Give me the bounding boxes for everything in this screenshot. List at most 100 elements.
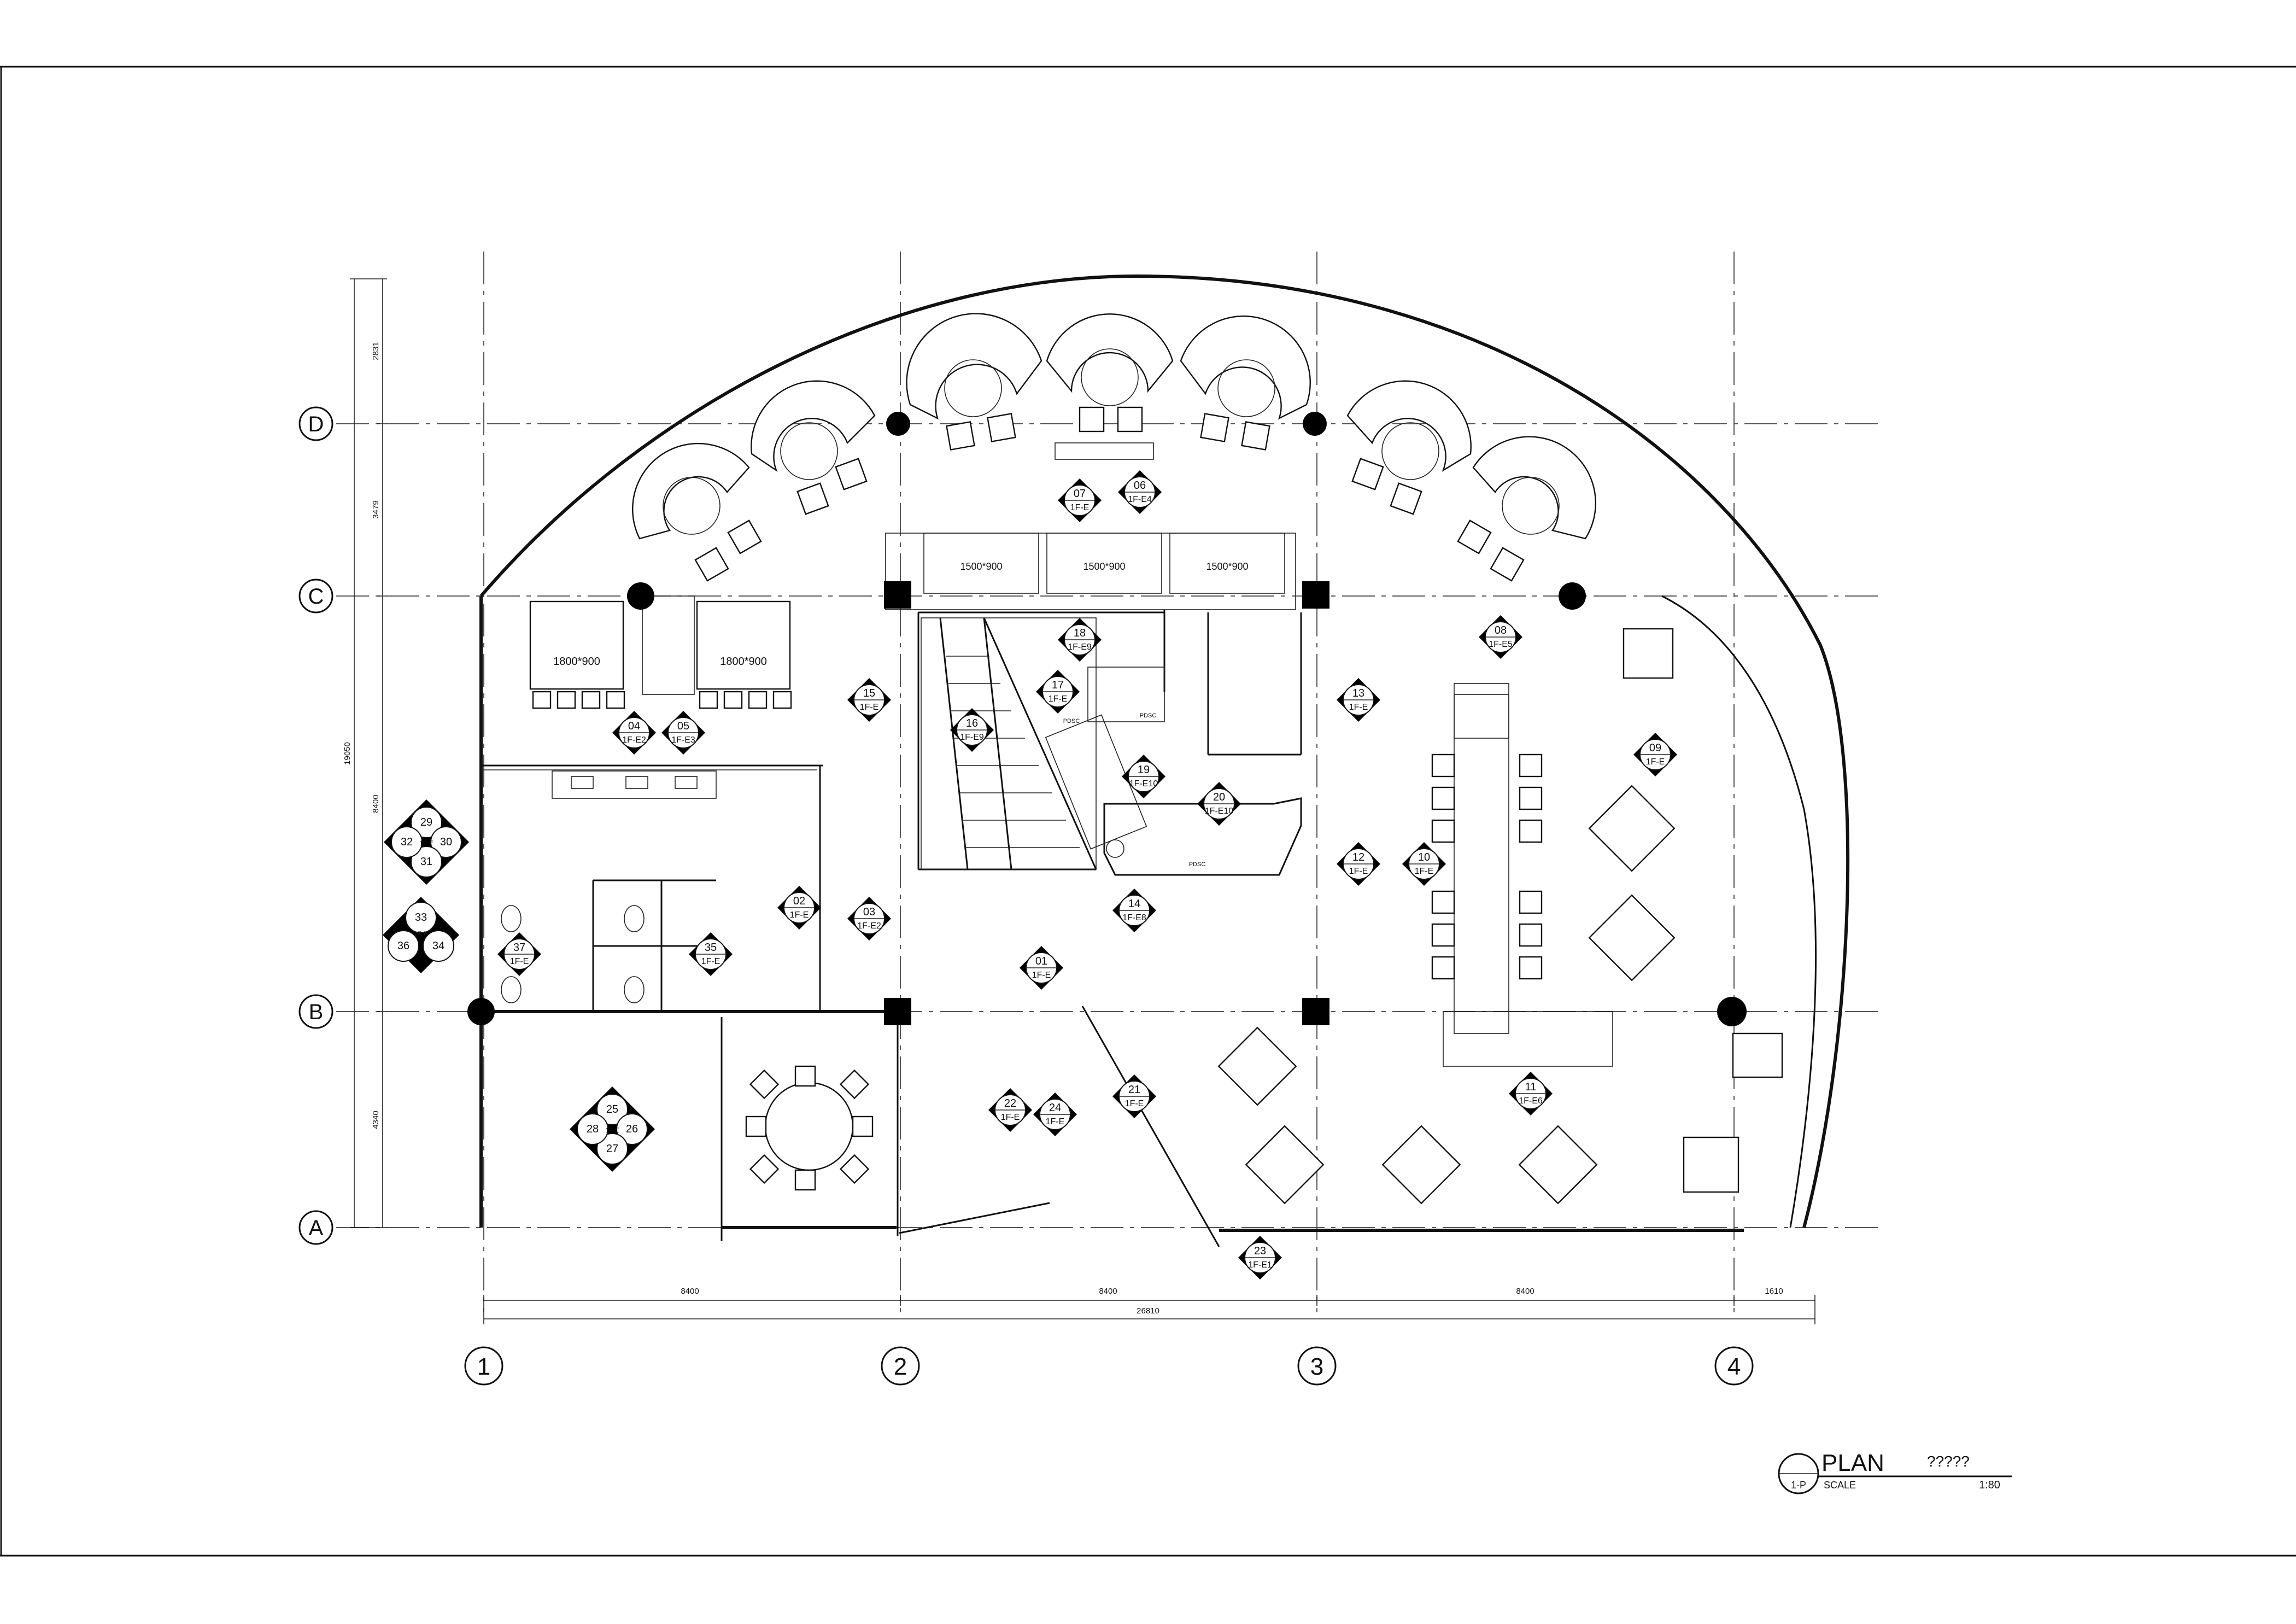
elevation-marker: 22 1F-E <box>988 1088 1032 1132</box>
long-tables: 1800*900 1800*900 <box>529 595 792 709</box>
svg-text:26: 26 <box>626 1123 638 1135</box>
svg-text:06: 06 <box>1134 480 1146 492</box>
svg-text:1F-E4: 1F-E4 <box>1128 495 1152 504</box>
svg-text:1F-E: 1F-E <box>860 703 879 712</box>
small-label: PDSC <box>1189 861 1206 868</box>
cluster-marker: 29 30 31 32 1F-E <box>384 799 469 885</box>
grid-col-label: 3 <box>1310 1353 1323 1380</box>
drawing-subtitle: ????? <box>1927 1453 1970 1470</box>
elevation-marker: 08 1F-E5 <box>1479 615 1522 659</box>
cluster-marker-group: 25 26 27 28 1F-E 29 30 31 32 1F-E 33 34 … <box>383 799 655 1172</box>
booth-chairs <box>694 406 1525 582</box>
staircase <box>921 617 1097 870</box>
svg-text:34: 34 <box>432 940 444 952</box>
dim-bay-3: 8400 <box>1516 1287 1534 1296</box>
svg-text:13: 13 <box>1352 687 1364 699</box>
scale-value: 1:80 <box>1979 1479 2000 1491</box>
structural-columns <box>467 412 1747 1026</box>
horizontal-dimensions: 8400 8400 8400 1610 26810 <box>483 1287 1815 1324</box>
svg-text:1F-E: 1F-E <box>1001 1113 1020 1122</box>
table-label: 1800*900 <box>553 656 600 668</box>
svg-text:1F-E: 1F-E <box>605 1126 619 1134</box>
view-id: 1-P <box>1791 1480 1806 1491</box>
grid-row-bubbles: D C B A <box>298 406 333 1245</box>
svg-text:08: 08 <box>1495 624 1507 636</box>
svg-text:16: 16 <box>966 717 978 729</box>
elevation-marker: 06 1F-E4 <box>1118 470 1162 514</box>
svg-text:1F-E2: 1F-E2 <box>622 735 646 745</box>
dim-bay-2: 8400 <box>1099 1287 1117 1296</box>
small-label: PDSC <box>1063 718 1080 725</box>
svg-text:1F-E6: 1F-E6 <box>1519 1096 1543 1106</box>
svg-text:1F-E10: 1F-E10 <box>1205 807 1234 816</box>
svg-text:18: 18 <box>1074 627 1086 639</box>
dim-vertical-2: 3479 <box>371 500 380 518</box>
sofa-row: 1500*900 1500*900 1500*900 <box>885 442 1296 610</box>
svg-text:31: 31 <box>420 856 432 868</box>
svg-text:1F-E: 1F-E <box>701 957 721 966</box>
elevation-marker: 09 1F-E <box>1633 733 1677 776</box>
svg-text:1F-E5: 1F-E5 <box>1489 640 1513 649</box>
svg-text:1F-E10: 1F-E10 <box>1129 779 1158 788</box>
svg-text:1F-E: 1F-E <box>1049 694 1068 704</box>
elevation-marker: 07 1F-E <box>1058 478 1102 522</box>
title-block: 1-P PLAN ????? SCALE 1:80 <box>1778 1450 2012 1494</box>
scale-label: SCALE <box>1824 1480 1856 1491</box>
svg-text:02: 02 <box>793 895 805 907</box>
svg-text:1F-E: 1F-E <box>1125 1099 1144 1108</box>
elevation-marker: 16 1F-E9 <box>950 708 994 752</box>
svg-text:1F-E: 1F-E <box>414 930 428 938</box>
svg-text:21: 21 <box>1128 1084 1140 1096</box>
grid-col-bubbles: 1 2 3 4 <box>464 1346 1754 1386</box>
svg-text:1F-E8: 1F-E8 <box>1122 913 1146 922</box>
elevation-marker: 35 1F-E <box>689 932 733 976</box>
sofa-label: 1500*900 <box>1206 561 1248 572</box>
svg-text:17: 17 <box>1052 679 1064 691</box>
svg-text:05: 05 <box>677 720 689 732</box>
cluster-marker: 25 26 27 28 1F-E <box>570 1086 655 1172</box>
round-dining-table <box>745 1065 874 1191</box>
svg-text:1F-E: 1F-E <box>1046 1117 1065 1126</box>
reception-counter <box>1045 667 1302 876</box>
svg-text:1F-E: 1F-E <box>1032 971 1051 980</box>
svg-text:1F-E: 1F-E <box>1349 867 1368 876</box>
elevation-marker: 21 1F-E <box>1112 1074 1156 1118</box>
svg-text:22: 22 <box>1004 1097 1016 1109</box>
small-label: PDSC <box>1140 712 1157 719</box>
svg-text:14: 14 <box>1128 898 1140 910</box>
svg-text:07: 07 <box>1074 488 1086 500</box>
table-label: 1800*900 <box>720 656 767 668</box>
svg-text:25: 25 <box>606 1103 618 1115</box>
svg-text:36: 36 <box>397 940 409 952</box>
elevation-marker: 05 1F-E3 <box>661 711 705 755</box>
svg-text:28: 28 <box>587 1123 599 1135</box>
svg-text:09: 09 <box>1649 742 1661 754</box>
svg-text:35: 35 <box>705 942 717 954</box>
grid-row-label: B <box>309 1000 324 1024</box>
structural-grid <box>336 252 1881 1312</box>
svg-text:1F-E3: 1F-E3 <box>671 735 695 745</box>
sofa-label: 1500*900 <box>960 561 1002 572</box>
svg-text:30: 30 <box>440 836 452 848</box>
svg-text:1F-E9: 1F-E9 <box>960 733 984 742</box>
svg-text:1F-E: 1F-E <box>1070 503 1090 512</box>
grid-col-label: 1 <box>477 1353 490 1380</box>
curved-facade <box>479 274 1850 1228</box>
svg-text:1F-E: 1F-E <box>1415 867 1434 876</box>
grid-col-label: 4 <box>1727 1353 1741 1380</box>
svg-text:37: 37 <box>513 942 525 954</box>
svg-text:1F-E: 1F-E <box>1646 757 1665 767</box>
svg-text:04: 04 <box>628 720 640 732</box>
svg-text:1F-E9: 1F-E9 <box>1068 642 1092 652</box>
